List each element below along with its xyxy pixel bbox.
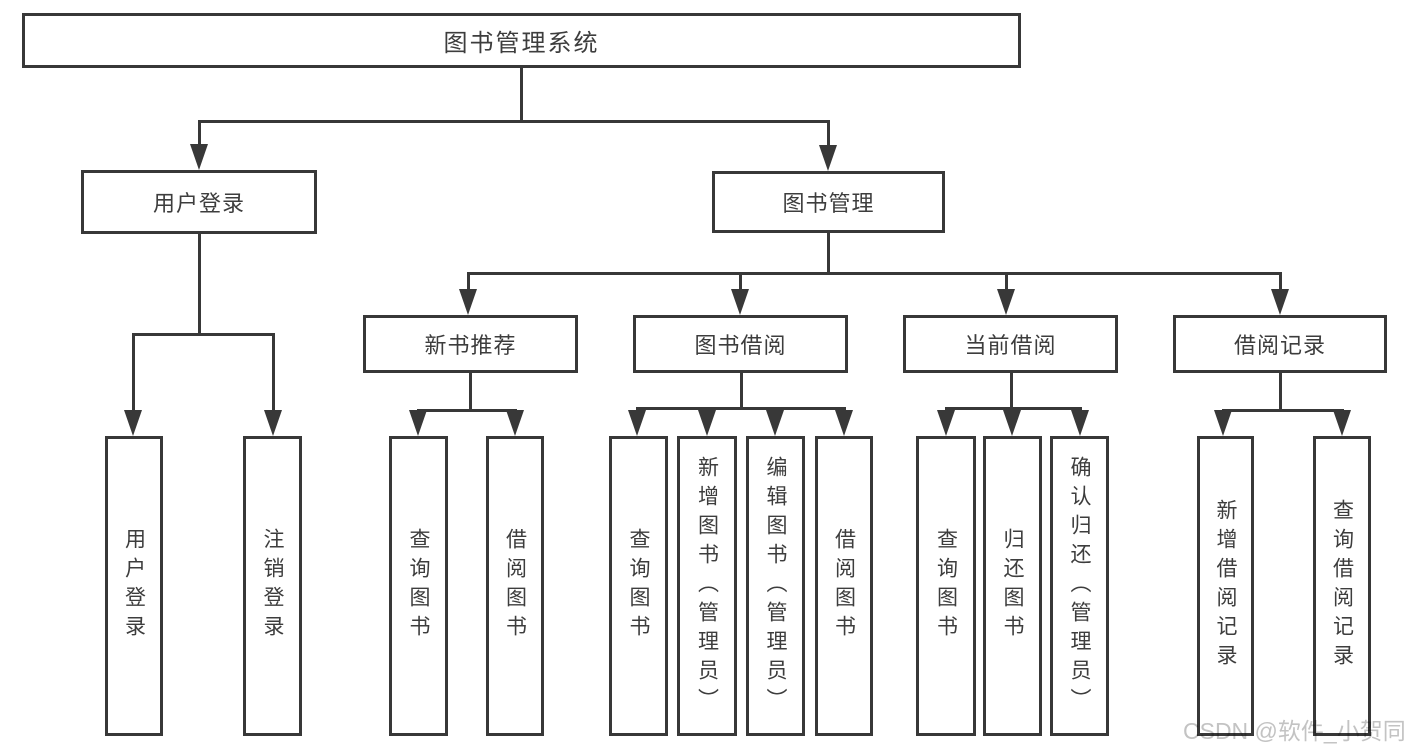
leaf-return-books: 归还图书 [983, 436, 1042, 736]
connector-to-leaf-login [132, 333, 135, 410]
arrow-down-icon [459, 289, 477, 315]
leaf-user-login: 用户登录 [105, 436, 163, 736]
connector-user-login-stem [198, 234, 201, 333]
connector-to-user-login [198, 120, 201, 146]
leaf-add-books-admin: 新增图书（管理员） [677, 436, 737, 736]
connector-book-borrow-bar [636, 407, 846, 410]
arrow-down-icon [1271, 289, 1289, 315]
connector-root-stem [520, 68, 523, 120]
arrow-down-icon [698, 410, 716, 436]
leaf-query-books-borrow: 查询图书 [609, 436, 668, 736]
connector-to-new-book [467, 272, 470, 289]
connector-to-book-borrow [739, 272, 742, 289]
leaf-add-borrow-record: 新增借阅记录 [1197, 436, 1254, 736]
csdn-watermark: CSDN @软件_小贺同学 [1183, 718, 1405, 744]
connector-to-leaf-logout [272, 333, 275, 410]
connector-current-borrow-bar [945, 407, 1082, 410]
arrow-down-icon [997, 289, 1015, 315]
arrow-down-icon [731, 289, 749, 315]
node-new-book-recommend: 新书推荐 [363, 315, 578, 373]
connector-to-current-borrow [1005, 272, 1008, 289]
node-user-login: 用户登录 [81, 170, 317, 234]
arrow-down-icon [190, 144, 208, 170]
leaf-query-borrow-record: 查询借阅记录 [1313, 436, 1371, 736]
arrow-down-icon [506, 410, 524, 436]
connector-user-login-bar [132, 333, 275, 336]
arrow-down-icon [124, 410, 142, 436]
connector-borrow-records-bar [1222, 409, 1344, 412]
leaf-logout: 注销登录 [243, 436, 302, 736]
leaf-query-books-recommend: 查询图书 [389, 436, 448, 736]
node-book-borrow: 图书借阅 [633, 315, 848, 373]
leaf-confirm-return-admin: 确认归还（管理员） [1050, 436, 1109, 736]
arrow-down-icon [1003, 410, 1021, 436]
node-current-borrow: 当前借阅 [903, 315, 1118, 373]
arrow-down-icon [819, 145, 837, 171]
connector-new-book-stem [469, 373, 472, 409]
arrow-down-icon [766, 410, 784, 436]
connector-to-borrow-records [1279, 272, 1282, 289]
node-root-library-system: 图书管理系统 [22, 13, 1021, 68]
connector-borrow-records-stem [1279, 373, 1282, 409]
leaf-borrow-books-recommend: 借阅图书 [486, 436, 544, 736]
arrow-down-icon [409, 410, 427, 436]
node-borrow-records: 借阅记录 [1173, 315, 1387, 373]
arrow-down-icon [1333, 410, 1351, 436]
connector-book-mgmt-bar [467, 272, 1282, 275]
arrow-down-icon [937, 410, 955, 436]
arrow-down-icon [835, 410, 853, 436]
arrow-down-icon [628, 410, 646, 436]
node-book-management: 图书管理 [712, 171, 945, 233]
leaf-borrow-books: 借阅图书 [815, 436, 873, 736]
arrow-down-icon [1214, 410, 1232, 436]
connector-book-mgmt-stem [827, 233, 830, 272]
connector-current-borrow-stem [1010, 373, 1013, 407]
connector-book-borrow-stem [740, 373, 743, 407]
connector-root-bar [198, 120, 830, 123]
leaf-query-books-current: 查询图书 [916, 436, 976, 736]
arrow-down-icon [264, 410, 282, 436]
leaf-edit-books-admin: 编辑图书（管理员） [746, 436, 805, 736]
connector-new-book-bar [417, 409, 517, 412]
arrow-down-icon [1071, 410, 1089, 436]
connector-to-book-management [827, 120, 830, 146]
